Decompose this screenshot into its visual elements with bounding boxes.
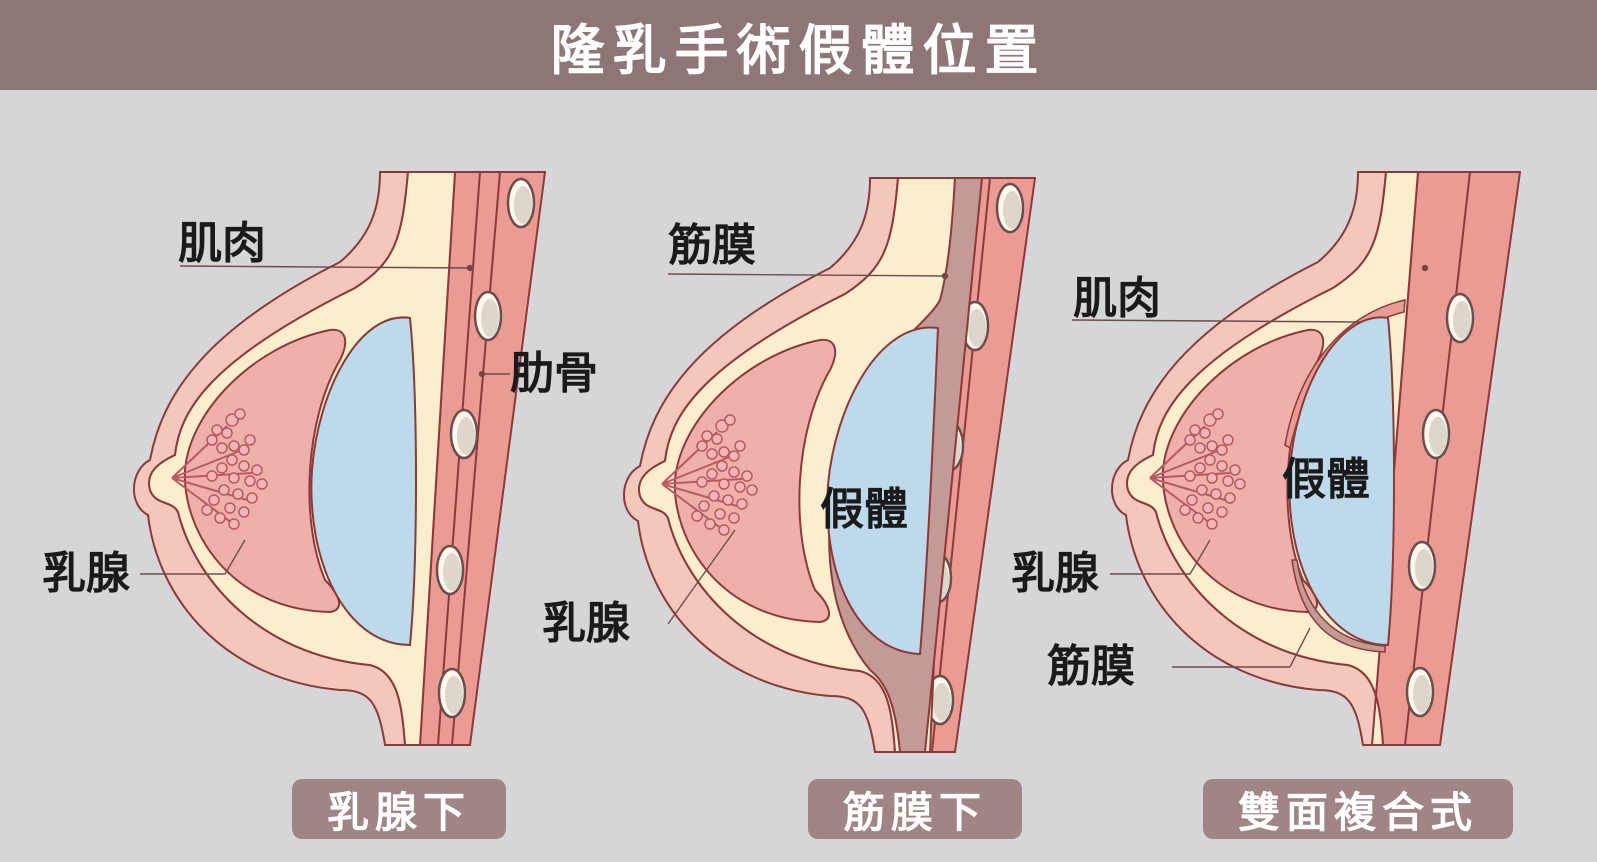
leader-lines — [140, 264, 510, 575]
leader-lines — [667, 272, 949, 625]
label-fascia: 筋膜 — [1047, 641, 1135, 692]
leader-lines — [1071, 264, 1429, 668]
label-implant: 假體 — [1282, 454, 1370, 505]
breast-implant — [310, 316, 417, 647]
mammary-gland — [673, 338, 837, 624]
panel-subglandular — [133, 171, 547, 746]
caption-subglandular: 乳腺下 — [292, 779, 506, 839]
label-fascia: 筋膜 — [668, 220, 756, 271]
breast-implant — [1288, 316, 1395, 647]
label-muscle: 肌肉 — [1073, 273, 1161, 324]
panel-subfascial — [623, 177, 1037, 753]
mammary-gland — [183, 328, 347, 614]
caption-dual-plane: 雙面複合式 — [1203, 779, 1513, 839]
label-gland: 乳腺 — [1011, 548, 1099, 599]
panel-dual-plane — [1071, 171, 1522, 746]
label-gland: 乳腺 — [42, 548, 130, 599]
caption-subfascial: 筋膜下 — [808, 779, 1022, 839]
fascia-layer — [1291, 559, 1386, 653]
label-rib: 肋骨 — [510, 348, 598, 399]
title-banner: 隆乳手術假體位置 — [0, 0, 1597, 90]
page-title: 隆乳手術假體位置 — [550, 18, 1047, 82]
label-implant: 假體 — [820, 484, 908, 535]
breast-implant — [826, 326, 940, 656]
label-muscle: 肌肉 — [178, 218, 266, 269]
label-gland: 乳腺 — [542, 598, 630, 649]
